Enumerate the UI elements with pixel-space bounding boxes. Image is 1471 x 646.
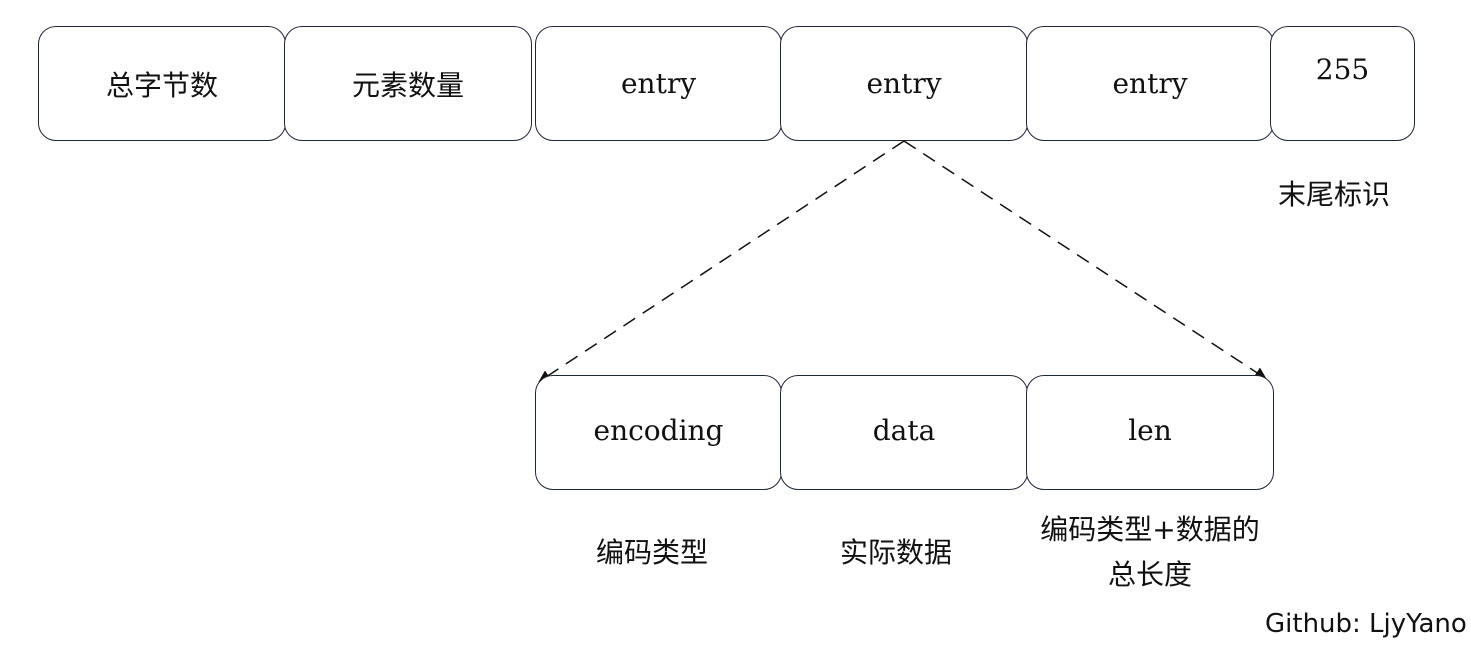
encoding-field-cell: encoding [535,375,782,490]
entry-cell-1: entry [535,26,782,141]
arrow-to-len [903,140,1267,380]
len-caption-line-2: 总长度 [1107,558,1192,591]
len-caption-line-1: 编码类型+数据的 [1040,513,1260,546]
entry-label-1: entry [620,67,697,100]
entry-cell-2: entry [780,26,1028,141]
entry-cell-3: entry [1026,26,1274,141]
end-marker-caption: 末尾标识 [1278,178,1391,211]
total-bytes-label: 总字节数 [105,68,218,102]
credit-label: Github: LjyYano [1265,609,1467,639]
end-marker-cell: 255 [1270,26,1415,141]
data-field-cell: data [780,375,1028,490]
total-bytes-cell: 总字节数 [38,26,286,141]
entry-label-3: entry [1112,67,1188,100]
encoding-field-label: encoding [593,414,724,447]
encoding-caption: 编码类型 [596,536,709,569]
element-count-cell: 元素数量 [284,26,532,141]
element-count-label: 元素数量 [351,68,464,102]
len-field-cell: len [1026,375,1274,490]
end-marker-value: 255 [1315,53,1370,86]
data-field-label: data [872,414,936,447]
entry-label-2: entry [866,67,942,100]
len-field-label: len [1128,414,1172,447]
data-caption: 实际数据 [840,536,953,569]
arrow-to-encoding [538,140,905,383]
